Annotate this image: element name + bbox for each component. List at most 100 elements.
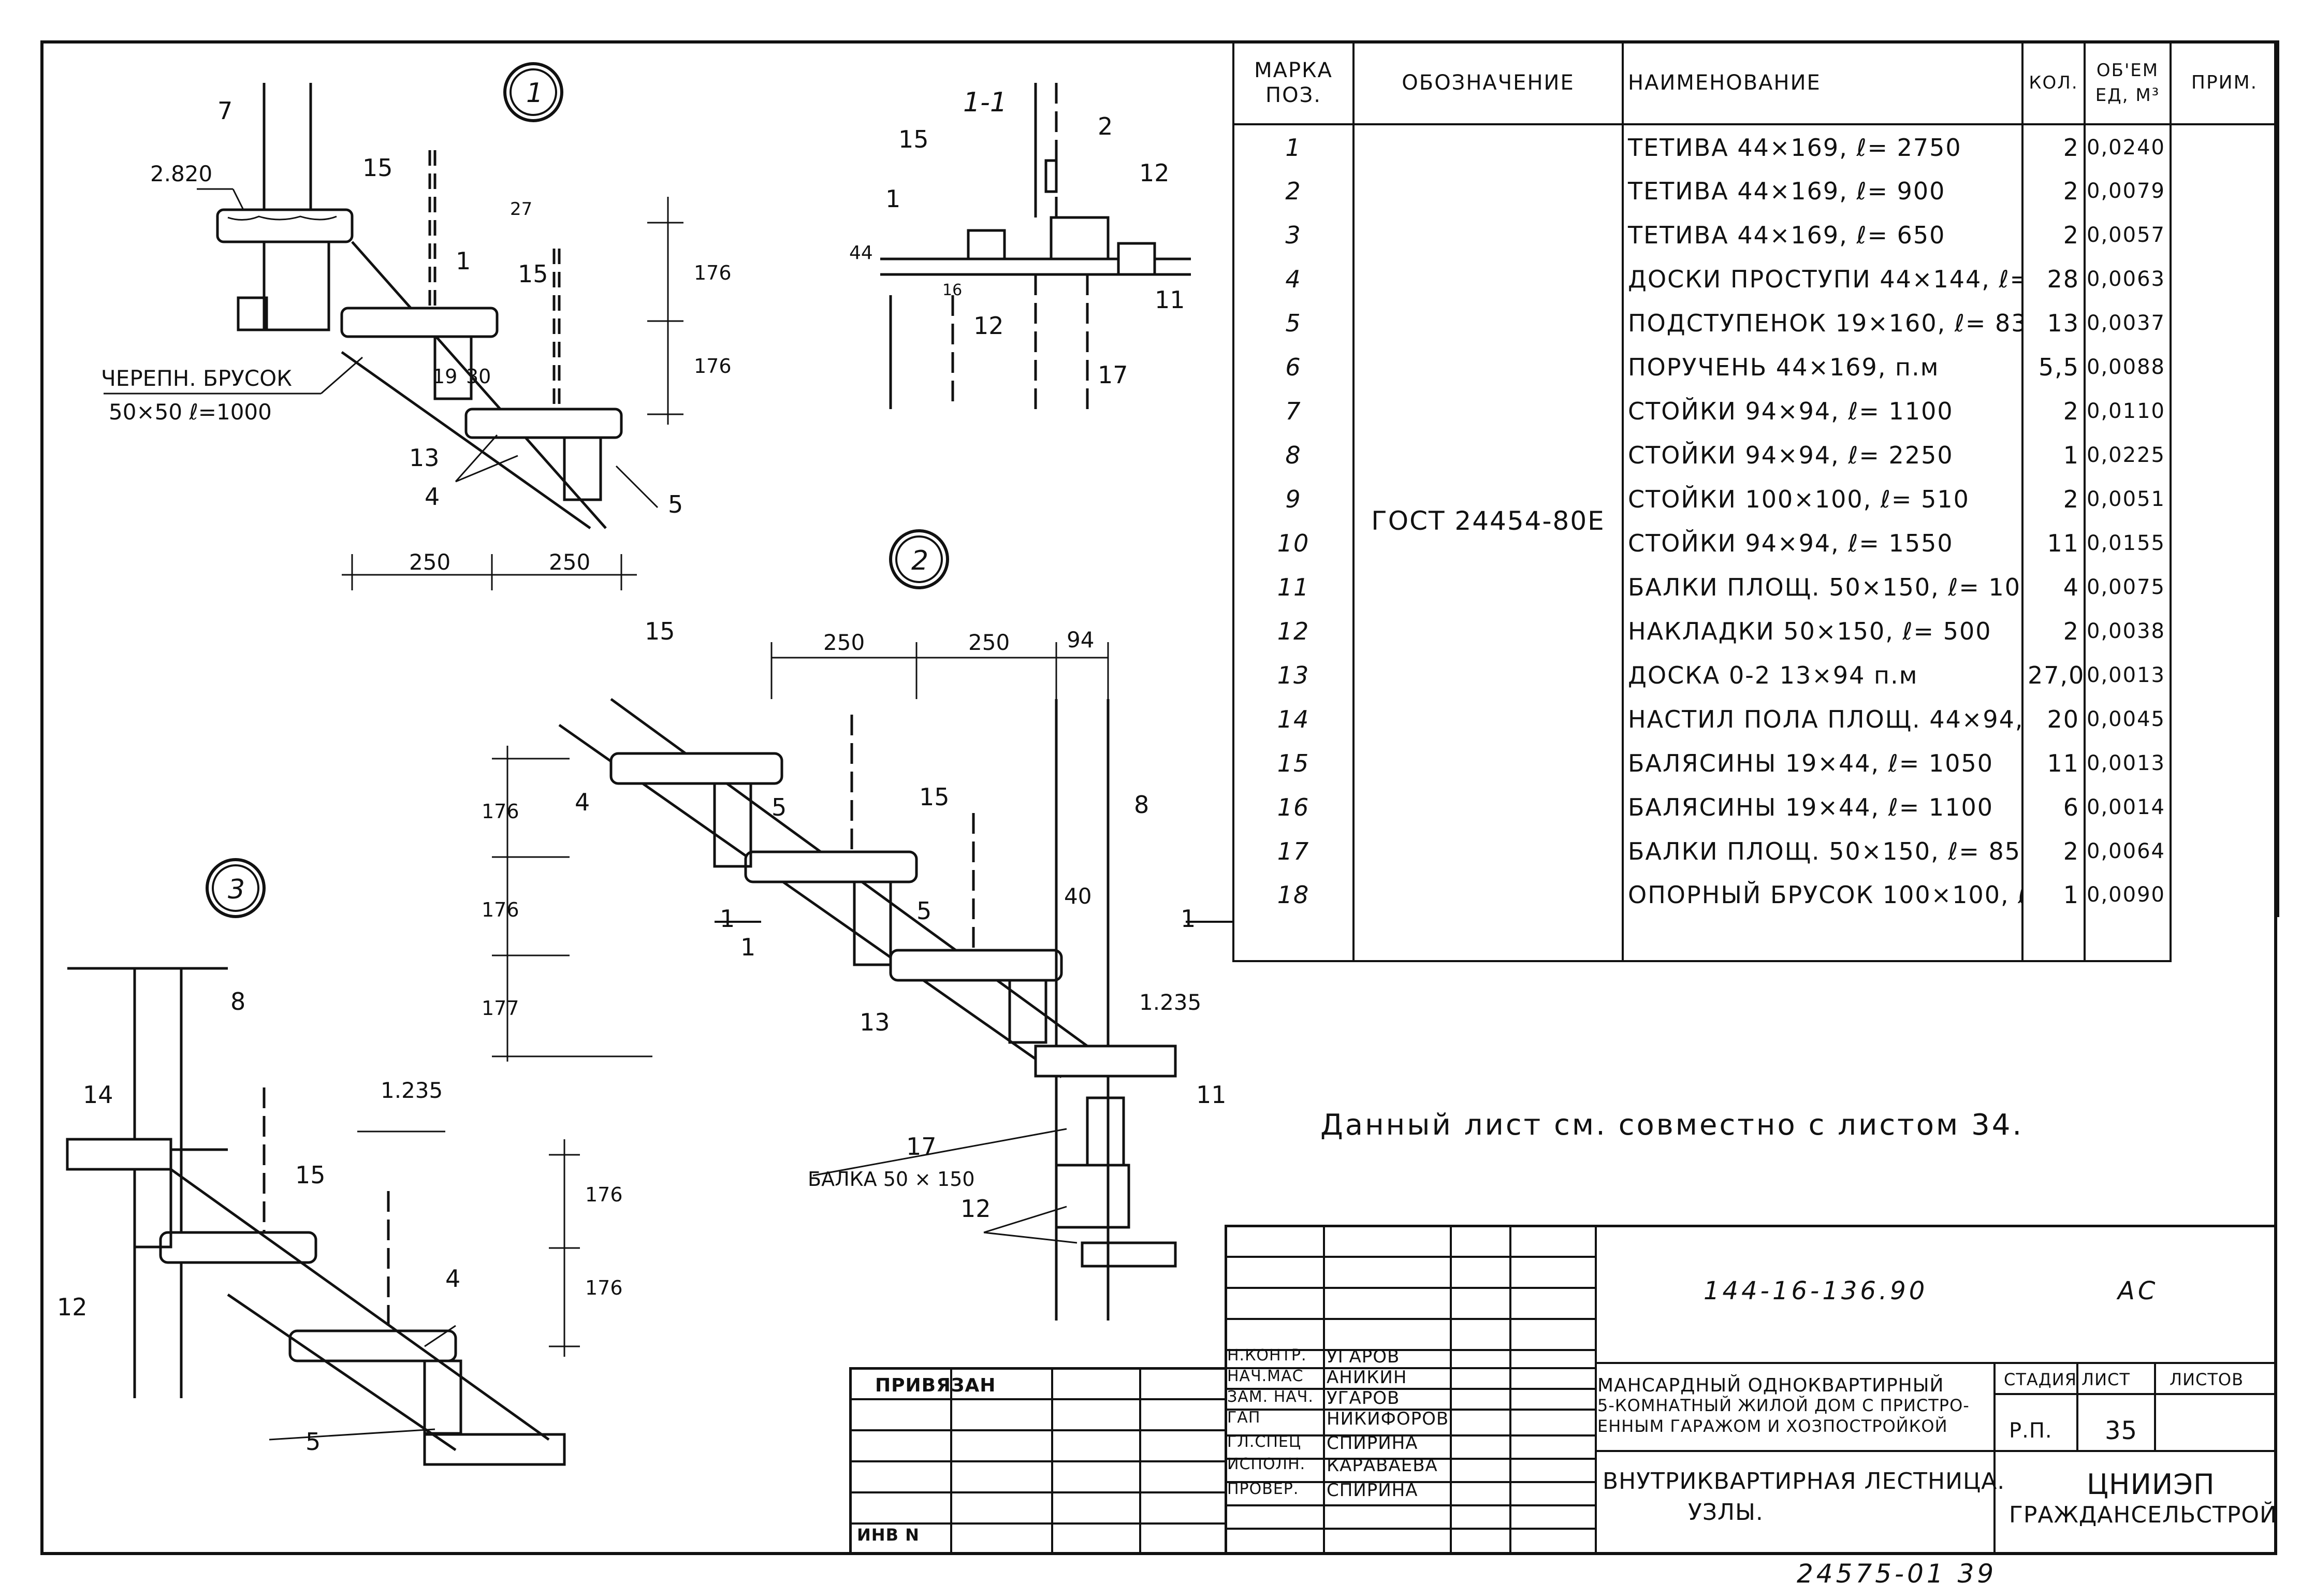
- pr-row-line: [849, 1522, 1227, 1525]
- pr-row-line: [849, 1398, 1227, 1400]
- spec-note-cell: [2170, 257, 2279, 301]
- spec-name-cell: НАСТИЛ ПОЛА ПЛОЩ. 44×94, ℓ= 900: [1622, 697, 2024, 742]
- sheet-note: Данный лист см. совместно с листом 34.: [1320, 1108, 2024, 1142]
- spec-qty-cell: 1: [2021, 873, 2086, 917]
- spec-empty-cell: [2021, 917, 2086, 963]
- role-label: ГЛ.СПЕЦ: [1227, 1433, 1302, 1451]
- svg-text:8: 8: [230, 988, 245, 1015]
- spec-note-cell: [2170, 653, 2279, 698]
- dim-30: 30: [466, 365, 491, 388]
- svg-text:8: 8: [1134, 791, 1149, 819]
- cherep-size-label: 50×50 ℓ=1000: [109, 399, 272, 425]
- spec-name-cell: ПОРУЧЕНЬ 44×169, п.м: [1622, 345, 2024, 389]
- svg-text:7: 7: [217, 97, 232, 125]
- spec-note-cell: [2170, 301, 2279, 345]
- role-name: НИКИФОРОВ: [1327, 1409, 1449, 1429]
- spec-qty-cell: 2: [2021, 169, 2086, 213]
- pr-col-line: [1139, 1367, 1141, 1555]
- spec-name-cell: ТЕТИВА 44×169, ℓ= 2750: [1622, 124, 2024, 169]
- spec-pos-cell: 7: [1232, 389, 1355, 433]
- spec-note-cell: [2170, 389, 2279, 433]
- spec-qty-cell: 2: [2021, 124, 2086, 169]
- spec-name-cell: ТЕТИВА 44×169, ℓ= 650: [1622, 213, 2024, 257]
- spec-note-cell: [2170, 565, 2279, 610]
- spec-qty-cell: 1: [2021, 433, 2086, 477]
- svg-text:5: 5: [668, 490, 683, 518]
- svg-text:1: 1: [885, 185, 900, 213]
- spec-volume-cell: 0,0088: [2084, 345, 2172, 389]
- col-header-qty: КОЛ.: [2021, 40, 2086, 125]
- spec-pos-cell: 11: [1232, 565, 1355, 610]
- spec-qty-cell: 5,5: [2021, 345, 2086, 389]
- svg-text:15: 15: [518, 260, 548, 288]
- spec-qty-cell: 2: [2021, 213, 2086, 257]
- tb-col-line: [1993, 1362, 1996, 1555]
- tb-col-line: [2076, 1362, 2078, 1450]
- role-label: НАЧ.МАС: [1227, 1367, 1304, 1385]
- tb-row-line: [1225, 1349, 1595, 1351]
- spec-note-cell: [2170, 609, 2279, 654]
- spec-qty-cell: 2: [2021, 609, 2086, 654]
- spec-pos-cell: 15: [1232, 741, 1355, 786]
- svg-text:1: 1: [1181, 905, 1196, 933]
- spec-pos-cell: 5: [1232, 301, 1355, 345]
- spec-note-cell: [2170, 169, 2279, 213]
- spec-qty-cell: 20: [2021, 697, 2086, 742]
- footer-number: 24575-01 39: [1797, 1559, 1997, 1589]
- dim-19: 19: [432, 365, 457, 388]
- project-title-line-2: 5-КОМНАТНЫЙ ЖИЛОЙ ДОМ С ПРИСТРО-: [1597, 1396, 1970, 1415]
- spec-name-cell: СТОЙКИ 94×94, ℓ= 2250: [1622, 433, 2024, 477]
- pr-col-line: [950, 1367, 952, 1555]
- stage-label: СТАДИЯ: [2004, 1370, 2077, 1389]
- spec-note-cell: [2170, 697, 2279, 742]
- designation-value: ГОСТ 24454-80Е: [1371, 506, 1605, 536]
- tb-col-line: [1509, 1225, 1511, 1555]
- spec-pos-cell: 14: [1232, 697, 1355, 742]
- node-3-drawing: [66, 858, 580, 1466]
- svg-text:5: 5: [916, 897, 931, 925]
- dim-40: 40: [1064, 883, 1091, 909]
- spec-name-cell: ДОСКИ ПРОСТУПИ 44×144, ℓ= 838: [1622, 257, 2024, 301]
- svg-text:2: 2: [1098, 112, 1113, 140]
- dim-44-section: 44: [849, 242, 873, 264]
- spec-note-cell: [2170, 213, 2279, 257]
- spec-volume-cell: 0,0075: [2084, 565, 2172, 610]
- dim-27: 27: [510, 199, 532, 220]
- spec-qty-cell: 2: [2021, 829, 2086, 873]
- spec-volume-cell: 0,0014: [2084, 785, 2172, 830]
- spec-pos-cell: 3: [1232, 213, 1355, 257]
- sheet-value: 35: [2105, 1416, 2138, 1445]
- svg-text:4: 4: [575, 788, 590, 816]
- svg-text:13: 13: [409, 444, 440, 472]
- node-3-label: 3: [228, 874, 245, 905]
- col-header-pos: МАРКА ПОЗ.: [1232, 40, 1355, 125]
- svg-text:17: 17: [906, 1133, 937, 1160]
- dim-177: 177: [482, 997, 519, 1020]
- dim-176-n1b: 176: [694, 355, 732, 378]
- tb-col-line: [2154, 1362, 2156, 1450]
- spec-pos-cell: 4: [1232, 257, 1355, 301]
- spec-empty-cell: [2084, 917, 2172, 963]
- role-name: СПИРИНА: [1327, 1480, 1418, 1501]
- sheet-title-line-1: ВНУТРИКВАРТИРНАЯ ЛЕСТНИЦА.: [1603, 1468, 2005, 1495]
- svg-text:14: 14: [83, 1081, 113, 1109]
- stage-value: Р.П.: [2009, 1419, 2052, 1443]
- tb-row-line: [1225, 1434, 1595, 1437]
- section-1-1-drawing: [880, 83, 1191, 409]
- spec-pos-cell: 6: [1232, 345, 1355, 389]
- svg-text:4: 4: [445, 1265, 460, 1293]
- pr-row-line: [849, 1491, 1227, 1493]
- spec-pos-cell: 13: [1232, 653, 1355, 698]
- svg-text:1: 1: [456, 247, 471, 275]
- tb-row-line: [1225, 1318, 1595, 1320]
- spec-note-cell: [2170, 741, 2279, 786]
